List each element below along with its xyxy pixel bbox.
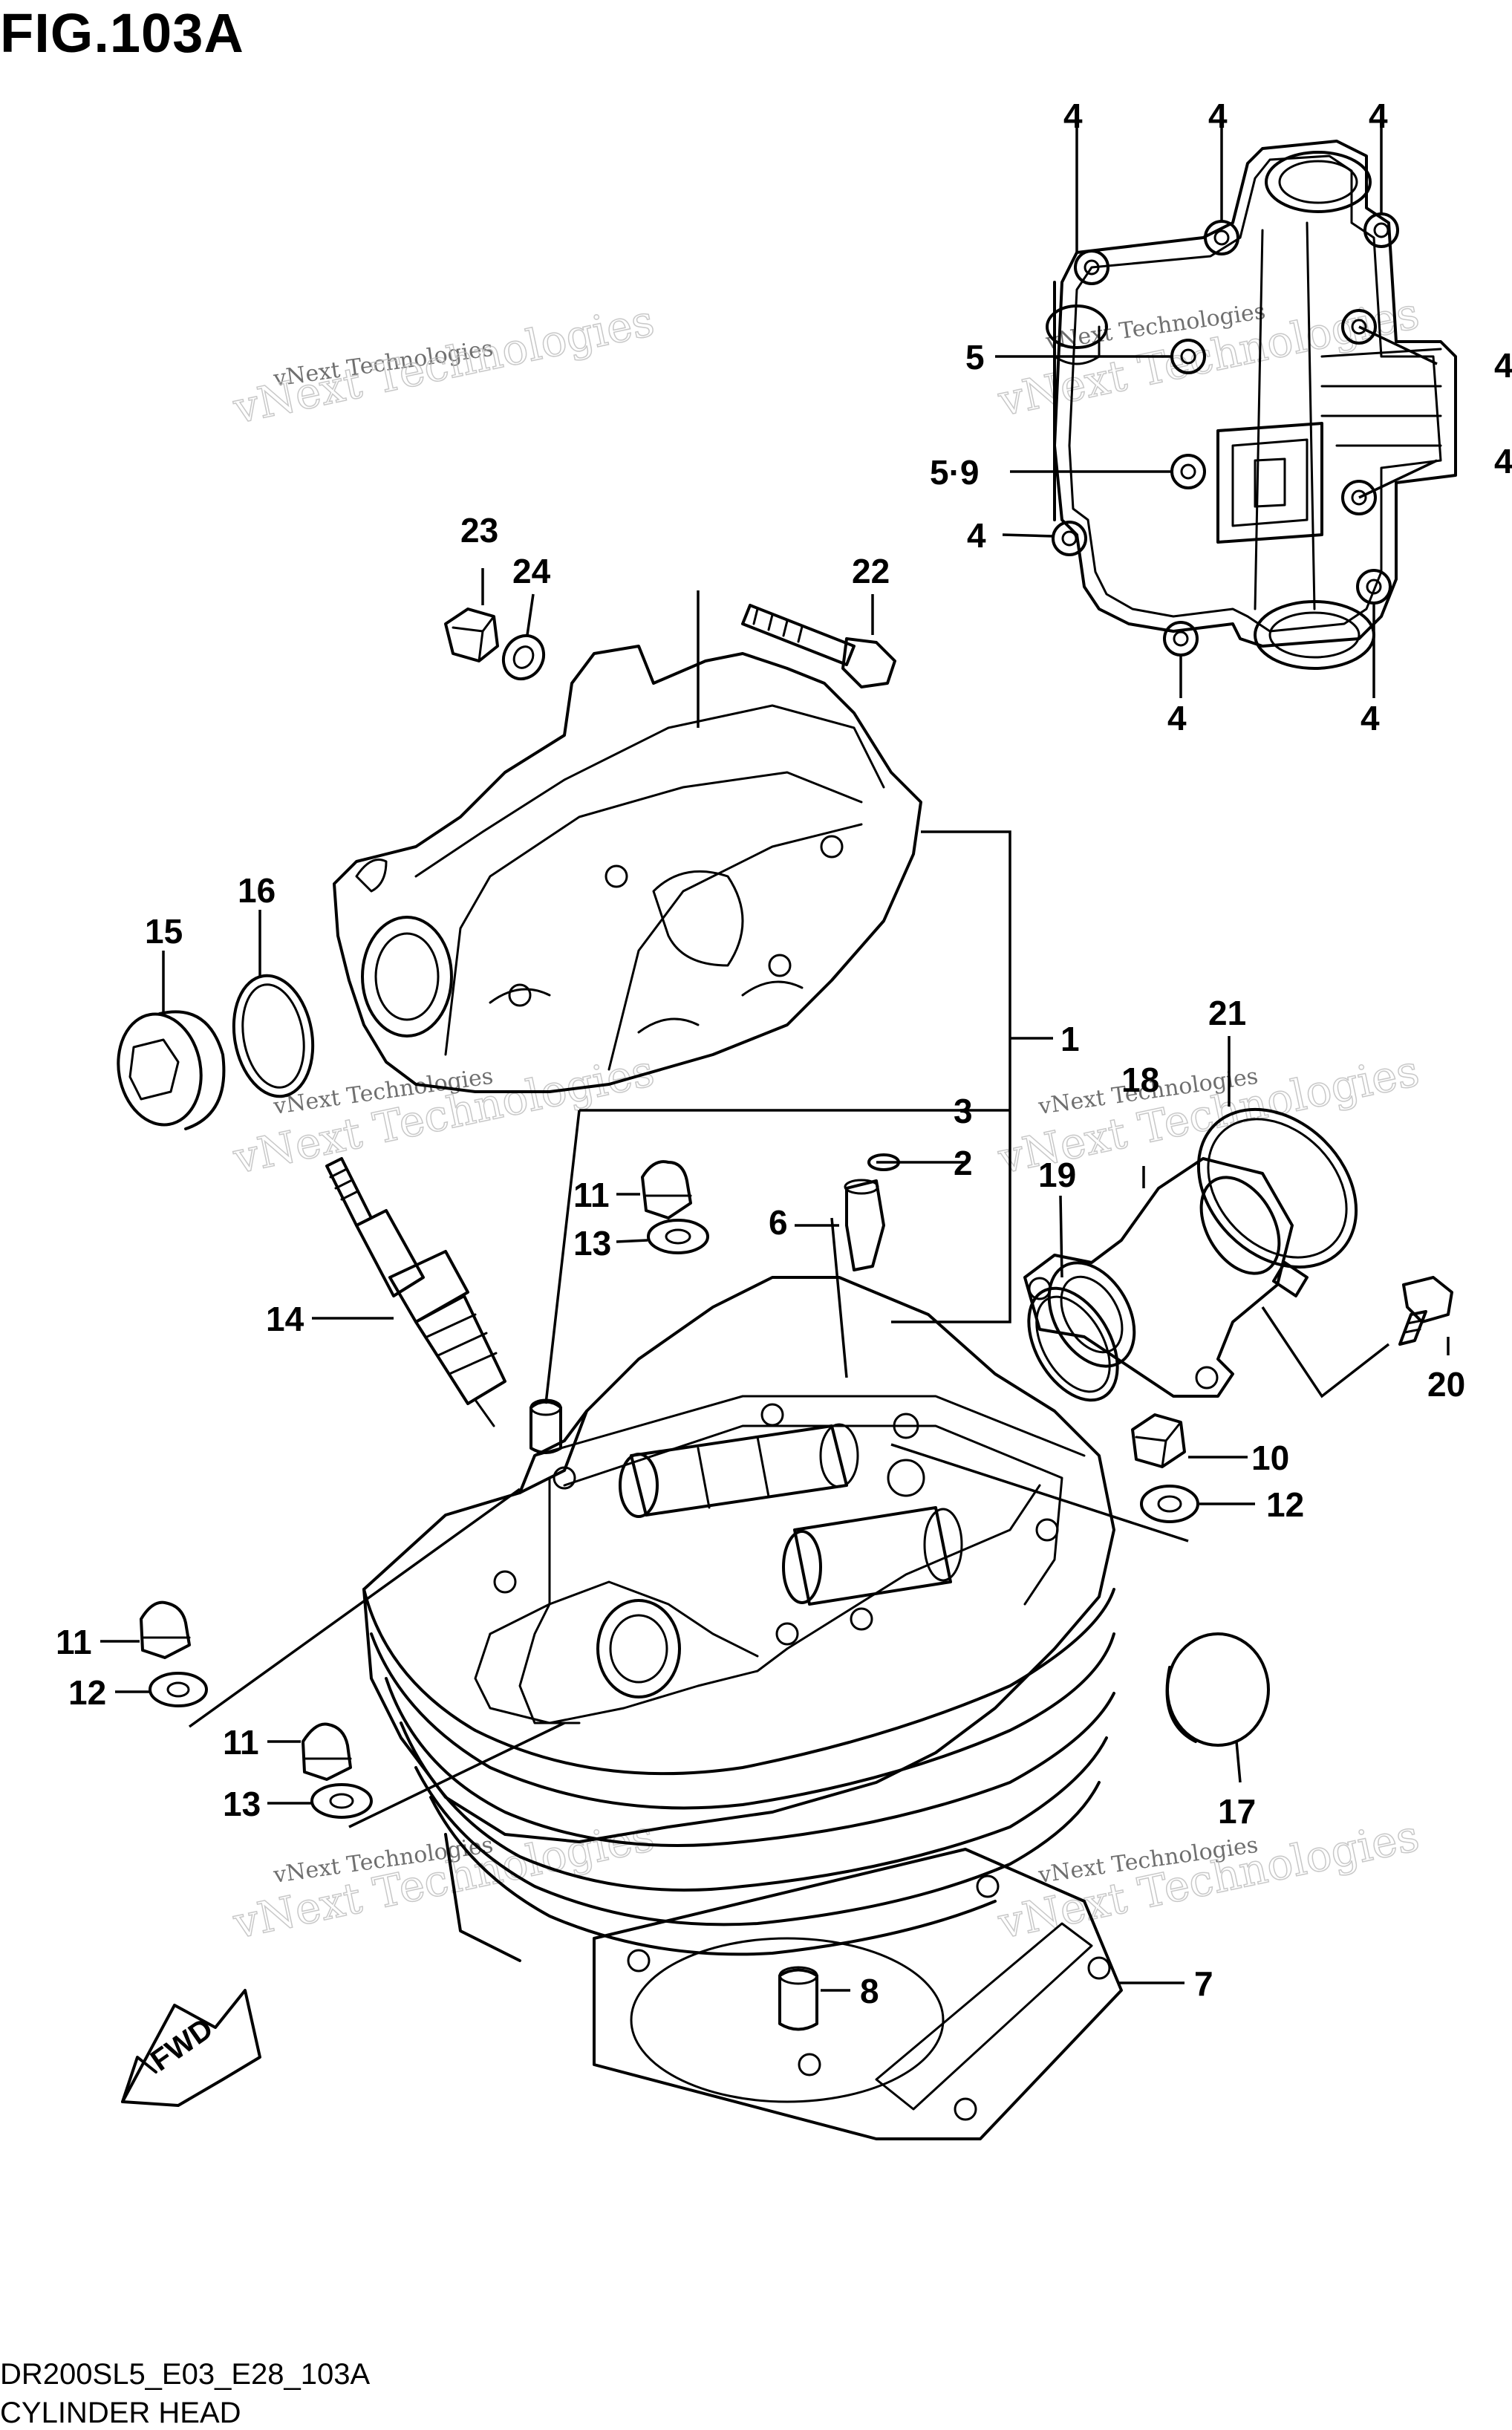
callout-4-c: 4 [1369, 97, 1388, 135]
callout-20: 20 [1427, 1365, 1465, 1404]
callout-4-a: 4 [1063, 97, 1083, 135]
leaders-intake [1059, 1036, 1450, 1398]
callout-13-b: 13 [223, 1785, 261, 1823]
washer-13-upper [647, 1219, 709, 1254]
callout-23: 23 [460, 511, 498, 550]
cap-nut-11-lower [302, 1722, 352, 1781]
cap-15 [117, 1010, 226, 1130]
watermark-middle-left: vNext Technologies vNext Technologies [228, 1045, 659, 1185]
cap-nut-23 [444, 608, 499, 662]
callout-7: 7 [1194, 1964, 1213, 2003]
intake-pipe-18 [1023, 1157, 1294, 1398]
callout-6: 6 [769, 1203, 788, 1242]
callout-12-b: 12 [1266, 1485, 1304, 1524]
callout-17: 17 [1218, 1792, 1256, 1831]
spark-plug-14 [325, 1157, 506, 1427]
callout-4-g: 4 [1167, 699, 1187, 737]
callout-19: 19 [1038, 1156, 1076, 1194]
bolt-20 [1398, 1276, 1453, 1346]
cap-nut-11-upper [641, 1160, 692, 1219]
washer-24 [501, 633, 546, 681]
figure-caption: CYLINDER HEAD [0, 2397, 241, 2429]
washer-13-lower [310, 1783, 373, 1819]
callout-4-f: 4 [967, 516, 986, 555]
valve-guide-6 [844, 1179, 885, 1271]
leaders-part-1-group [544, 590, 1053, 1404]
callout-1: 1 [1060, 1020, 1080, 1058]
callout-11-b: 11 [56, 1623, 92, 1661]
callout-11-a: 11 [573, 1176, 610, 1214]
clamp-21 [1196, 1107, 1358, 1297]
leaders-cap-oring [162, 910, 261, 1014]
callout-5: 5 [965, 338, 985, 377]
o-ring-16 [232, 974, 315, 1098]
callout-22: 22 [852, 552, 890, 590]
cylinder-gasket-7 [593, 1848, 1123, 2140]
callout-2: 2 [954, 1144, 973, 1182]
watermark-top-left: vNext Technologies vNext Technologies [228, 295, 659, 434]
leaders-right-nut [890, 1443, 1255, 1543]
callout-10: 10 [1251, 1439, 1289, 1477]
o-ring-19 [1027, 1286, 1119, 1402]
figure-code: DR200SL5_E03_E28_103A [0, 2358, 371, 2391]
washer-12-left [149, 1672, 208, 1707]
head-cover-bolt-pattern [1046, 140, 1457, 670]
callout-12-a: 12 [68, 1673, 106, 1712]
callout-4-h: 4 [1361, 699, 1380, 737]
callout-16: 16 [238, 871, 276, 910]
cap-nut-10 [1131, 1413, 1186, 1468]
callout-21: 21 [1208, 994, 1246, 1032]
leaders-gasket-dowel [821, 1981, 1184, 1992]
callout-4-d: 4 [1494, 346, 1512, 385]
leader-17 [1235, 1741, 1242, 1783]
leaders-upper-nut [616, 1193, 648, 1243]
cylinder-head-cover [333, 645, 922, 1093]
leaders-lower-left [100, 1488, 565, 1828]
callout-11-c: 11 [223, 1723, 259, 1762]
oil-seal-2 [867, 1153, 900, 1171]
callout-3: 3 [954, 1092, 973, 1130]
callout-24: 24 [512, 552, 551, 590]
callout-8: 8 [860, 1972, 879, 2010]
callout-4-b: 4 [1208, 97, 1228, 135]
leaders-cover-hardware [481, 568, 874, 636]
callout-4-e: 4 [1494, 442, 1512, 481]
callout-5-9: 5·9 [930, 453, 979, 492]
dowel-pin-8 [778, 1966, 818, 2031]
cylinder-head [362, 1276, 1115, 1962]
callout-13-a: 13 [573, 1224, 611, 1263]
cap-nut-11-left [140, 1600, 191, 1659]
washer-12-right [1140, 1485, 1199, 1523]
callout-14: 14 [266, 1300, 304, 1338]
callout-18: 18 [1121, 1061, 1159, 1099]
figure-title: FIG.103A [0, 2, 244, 64]
fwd-arrow: FWD [121, 1989, 261, 2107]
bolt-22 [741, 604, 896, 688]
leaders-bolt-pattern [995, 119, 1438, 698]
plug-cap-17 [1165, 1632, 1270, 1747]
callout-15: 15 [145, 912, 183, 951]
